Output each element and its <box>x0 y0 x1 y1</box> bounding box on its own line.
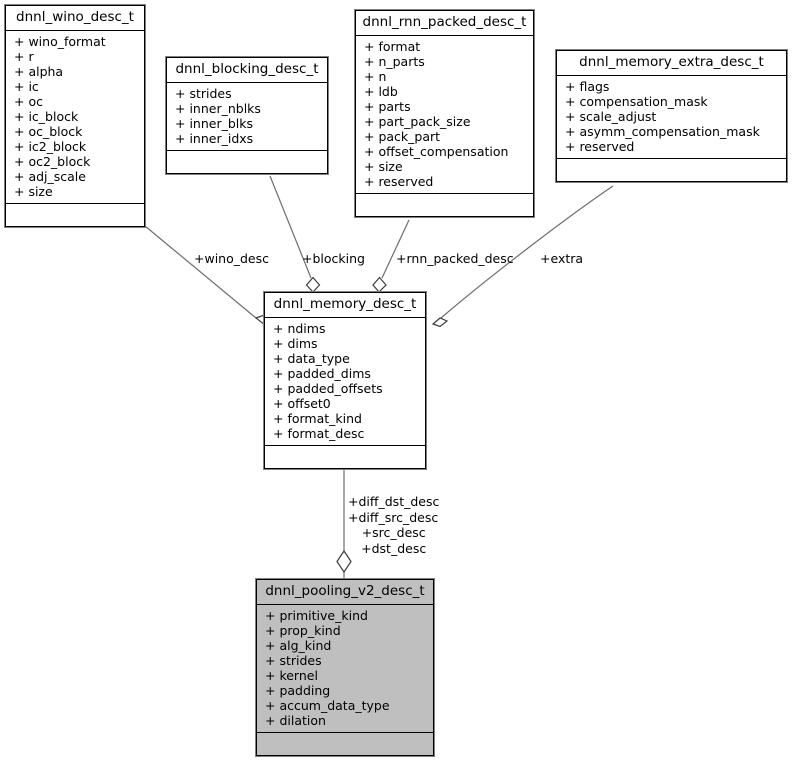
attribute-row: + padding <box>265 683 331 698</box>
class-operations <box>6 204 144 226</box>
attribute-row: + oc2_block <box>14 154 91 169</box>
attribute-row: + inner_nblks <box>175 101 261 116</box>
edge-label-pooling-desc-group: +diff_dst_desc +diff_src_desc +src_desc … <box>348 494 439 556</box>
edge-label-blocking: +blocking <box>302 251 365 266</box>
class-title: dnnl_wino_desc_t <box>6 6 144 31</box>
edge-label-rnn-packed-desc: +rnn_packed_desc <box>396 251 514 266</box>
attribute-row: + scale_adjust <box>565 109 657 124</box>
attribute-row: + accum_data_type <box>265 698 390 713</box>
attribute-row: + flags <box>565 79 610 94</box>
attribute-row: + n_parts <box>364 54 425 69</box>
attribute-row: + inner_idxs <box>175 131 254 146</box>
attribute-row: + ldb <box>364 84 398 99</box>
attribute-row: + ic <box>14 79 39 94</box>
class-operations <box>356 194 533 216</box>
class-title: dnnl_pooling_v2_desc_t <box>257 580 433 605</box>
attribute-row: + primitive_kind <box>265 608 368 623</box>
class-operations <box>167 151 327 173</box>
edge-label-extra: +extra <box>540 251 584 266</box>
edge-label-wino-desc: +wino_desc <box>194 251 269 266</box>
attribute-row: + padded_dims <box>273 366 371 381</box>
edge-wino-desc-line <box>144 225 257 319</box>
attribute-row: + reserved <box>565 139 635 154</box>
aggregation-diamond-blocking <box>305 276 321 293</box>
attribute-row: + data_type <box>273 351 350 366</box>
class-attributes: + wino_format + r + alpha + ic + oc + ic… <box>6 31 144 204</box>
attribute-row: + offset_compensation <box>364 144 509 159</box>
attribute-row: + reserved <box>364 174 434 189</box>
edge-label-src-desc: +src_desc <box>361 525 426 540</box>
attribute-row: + padded_offsets <box>273 381 383 396</box>
attribute-row: + format <box>364 39 421 54</box>
attribute-row: + kernel <box>265 668 318 683</box>
class-attributes: + primitive_kind + prop_kind + alg_kind … <box>257 605 433 733</box>
class-box-dnnl-memory-desc-t[interactable]: dnnl_memory_desc_t + ndims + dims + data… <box>263 291 427 470</box>
attribute-row: + asymm_compensation_mask <box>565 124 760 139</box>
attribute-row: + adj_scale <box>14 169 86 184</box>
attribute-row: + ic_block <box>14 109 79 124</box>
class-operations <box>265 446 425 468</box>
attribute-row: + pack_part <box>364 129 441 144</box>
attribute-row: + format_desc <box>273 426 365 441</box>
attribute-row: + offset0 <box>273 396 331 411</box>
attribute-row: + inner_blks <box>175 116 254 131</box>
attribute-row: + strides <box>175 86 232 101</box>
class-title: dnnl_blocking_desc_t <box>167 58 327 83</box>
attribute-row: + part_pack_size <box>364 114 471 129</box>
attribute-row: + ndims <box>273 321 326 336</box>
class-box-dnnl-blocking-desc-t[interactable]: dnnl_blocking_desc_t + strides + inner_n… <box>165 56 329 175</box>
aggregation-diamond-rnn-packed <box>372 276 387 293</box>
attribute-row: + r <box>14 49 34 64</box>
attribute-row: + oc_block <box>14 124 83 139</box>
class-attributes: + flags + compensation_mask + scale_adju… <box>557 76 786 159</box>
attribute-row: + oc <box>14 94 43 109</box>
attribute-row: + size <box>364 159 403 174</box>
edge-label-diff-src-desc: +diff_src_desc <box>348 509 439 525</box>
class-title: dnnl_rnn_packed_desc_t <box>356 11 533 36</box>
attribute-row: + strides <box>265 653 322 668</box>
class-box-dnnl-pooling-v2-desc-t[interactable]: dnnl_pooling_v2_desc_t + primitive_kind … <box>255 578 435 757</box>
class-operations <box>557 159 786 181</box>
class-box-dnnl-wino-desc-t[interactable]: dnnl_wino_desc_t + wino_format + r + alp… <box>4 4 146 228</box>
class-attributes: + ndims + dims + data_type + padded_dims… <box>265 318 425 446</box>
aggregation-diamond-extra <box>431 317 449 328</box>
class-box-dnnl-rnn-packed-desc-t[interactable]: dnnl_rnn_packed_desc_t + format + n_part… <box>354 9 535 218</box>
attribute-row: + prop_kind <box>265 623 341 638</box>
class-operations <box>257 733 433 755</box>
attribute-row: + compensation_mask <box>565 94 708 109</box>
edge-label-diff-dst-desc: +diff_dst_desc <box>348 494 440 509</box>
attribute-row: + dims <box>273 336 318 351</box>
attribute-row: + alpha <box>14 64 64 79</box>
class-attributes: + strides + inner_nblks + inner_blks + i… <box>167 83 327 151</box>
class-attributes: + format + n_parts + n + ldb + parts + p… <box>356 36 533 194</box>
class-box-dnnl-memory-extra-desc-t[interactable]: dnnl_memory_extra_desc_t + flags + compe… <box>555 49 788 183</box>
edge-rnn-packed-line <box>381 219 410 279</box>
class-title: dnnl_memory_extra_desc_t <box>557 51 786 76</box>
attribute-row: + alg_kind <box>265 638 332 653</box>
attribute-row: + size <box>14 184 53 199</box>
attribute-row: + ic2_block <box>14 139 87 154</box>
attribute-row: + format_kind <box>273 411 362 426</box>
attribute-row: + dilation <box>265 713 326 728</box>
class-title: dnnl_memory_desc_t <box>265 293 425 318</box>
attribute-row: + parts <box>364 99 411 114</box>
attribute-row: + n <box>364 69 387 84</box>
edge-label-dst-desc: +dst_desc <box>361 540 427 556</box>
attribute-row: + wino_format <box>14 34 106 49</box>
